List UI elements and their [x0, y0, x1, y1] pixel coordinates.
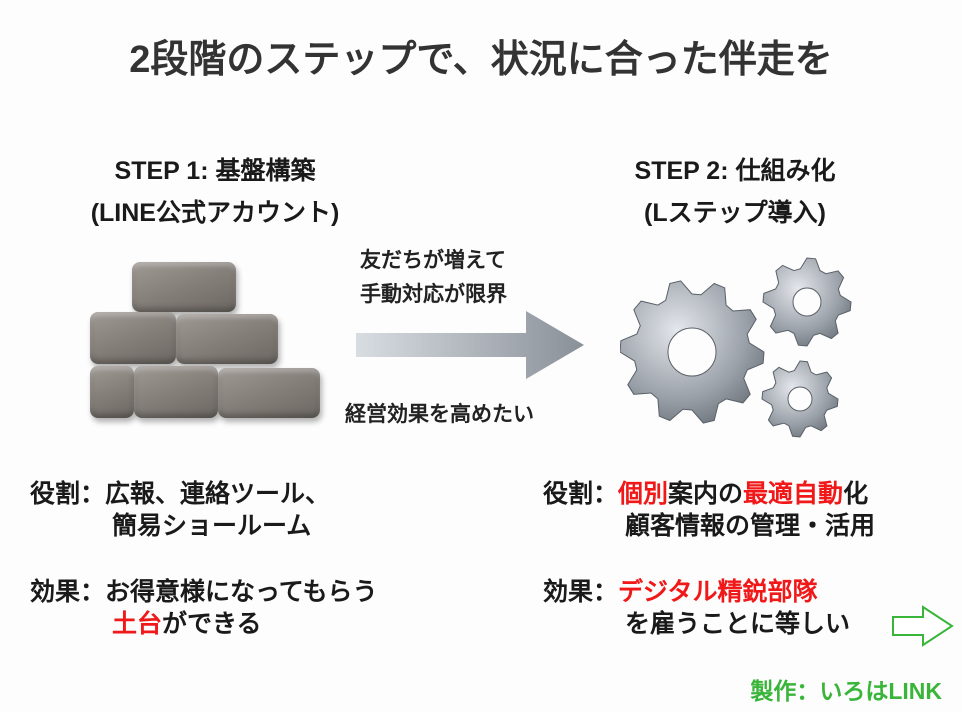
step1-title: STEP 1: 基盤構築 — [114, 157, 316, 185]
step2-title: STEP 2: 仕組み化 — [634, 157, 836, 185]
gears-illustration — [620, 257, 852, 438]
transition-line1: 友だちが増えて — [360, 249, 506, 272]
left-effect-text: お得意様になってもらう — [105, 578, 378, 606]
right-role-label: 役割： — [543, 480, 619, 508]
step1-heading: STEP 1: 基盤構築 (LINE公式アカウント) — [50, 150, 380, 234]
small-gear-bottom-icon — [761, 360, 839, 438]
right-effect: 効果：デジタル精鋭部隊 を雇うことに等しい — [543, 576, 850, 640]
right-effect-highlight: デジタル精鋭部隊 — [618, 578, 818, 606]
left-role-label: 役割： — [30, 480, 106, 508]
left-effect: 効果：お得意様になってもらう 土台ができる — [30, 576, 378, 640]
slide-title: 2段階のステップで、状況に合った伴走を — [129, 39, 833, 81]
bricks-illustration — [88, 262, 323, 420]
left-effect-text2: ができる — [162, 610, 262, 638]
transition-line2: 手動対応が限界 — [360, 283, 507, 306]
credit-text: 製作：いろはLINK — [750, 678, 942, 704]
right-role-highlight2: 最適自動 — [743, 480, 844, 508]
left-role: 役割：広報、連絡ツール、 簡易ショールーム — [30, 478, 330, 542]
left-effect-label: 効果： — [30, 578, 106, 606]
right-effect-label: 効果： — [543, 578, 619, 606]
right-role-highlight1: 個別 — [618, 480, 669, 508]
left-role-text2: 簡易ショールーム — [112, 512, 312, 540]
left-effect-highlight: 土台 — [112, 610, 163, 638]
large-gear-icon — [620, 280, 765, 424]
small-gear-top-icon — [762, 257, 852, 347]
right-role-text2: 顧客情報の管理・活用 — [625, 512, 876, 540]
transition-line3: 経営効果を高めたい — [345, 403, 534, 426]
step1-subtitle: (LINE公式アカウント) — [90, 199, 340, 227]
right-role-text-end: 化 — [843, 480, 869, 508]
next-arrow-icon[interactable] — [890, 605, 956, 647]
step2-subtitle: (Lステップ導入) — [644, 199, 826, 227]
right-role: 役割：個別案内の最適自動化 顧客情報の管理・活用 — [543, 478, 875, 542]
step2-heading: STEP 2: 仕組み化 (Lステップ導入) — [570, 150, 900, 234]
right-effect-text2: を雇うことに等しい — [625, 610, 851, 638]
right-role-text: 案内の — [668, 480, 744, 508]
arrow-right-icon — [356, 311, 584, 379]
left-role-text: 広報、連絡ツール、 — [105, 480, 331, 508]
